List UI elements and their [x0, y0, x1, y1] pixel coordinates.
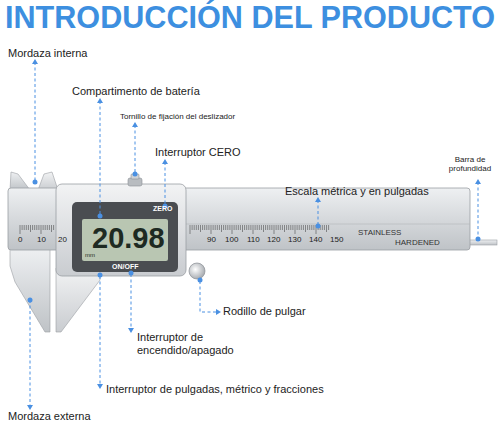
scale-number: 140	[309, 235, 322, 244]
button-label: ON/OFF	[112, 263, 138, 271]
callout-label: Barra de profundidad	[442, 155, 498, 173]
callout-label: Mordaza externa	[8, 410, 91, 423]
scale-number: 150	[330, 235, 343, 244]
stamp-text: HARDENED	[395, 238, 440, 247]
callout-label: Rodillo de pulgar	[223, 305, 306, 318]
leader-lines	[30, 62, 478, 407]
page-title: INTRODUCCIÓN DEL PRODUCTO	[5, 0, 495, 35]
lcd-screen	[82, 219, 168, 261]
display-bezel	[72, 202, 178, 272]
stamp-text: STAINLESS	[358, 228, 401, 237]
callout-label: Interruptor de encendido/apagado	[137, 331, 249, 356]
scale-number: 20	[58, 235, 67, 244]
scale-number: 100	[225, 235, 238, 244]
callout-label: Interruptor de pulgadas, métrico y fracc…	[106, 383, 324, 396]
inner-jaw-slider	[38, 172, 58, 190]
inner-jaw-fixed	[10, 172, 30, 190]
scale-number: 90	[207, 235, 216, 244]
callout-label: Interruptor CERO	[155, 146, 241, 159]
callout-label: Escala métrica y en pulgadas	[285, 185, 429, 198]
slider-body	[56, 184, 186, 276]
button-label: ZERO	[153, 205, 172, 213]
unit-label: mm	[85, 252, 95, 259]
scale-number: 0	[18, 235, 22, 244]
scale-number: 120	[267, 235, 280, 244]
outer-jaw-slider	[56, 268, 100, 332]
callout-label: Mordaza interna	[8, 47, 88, 60]
thumb-roller	[189, 263, 205, 279]
callout-label: Compartimento de batería	[72, 85, 200, 98]
leader-dots	[27, 59, 481, 410]
scale-number: 110	[247, 235, 260, 244]
lcd-reading: 20.98	[92, 222, 165, 255]
scale-number: 10	[37, 235, 46, 244]
callout-label: Tornillo de fijación del deslizador	[120, 112, 235, 121]
scale-number: 130	[288, 235, 301, 244]
